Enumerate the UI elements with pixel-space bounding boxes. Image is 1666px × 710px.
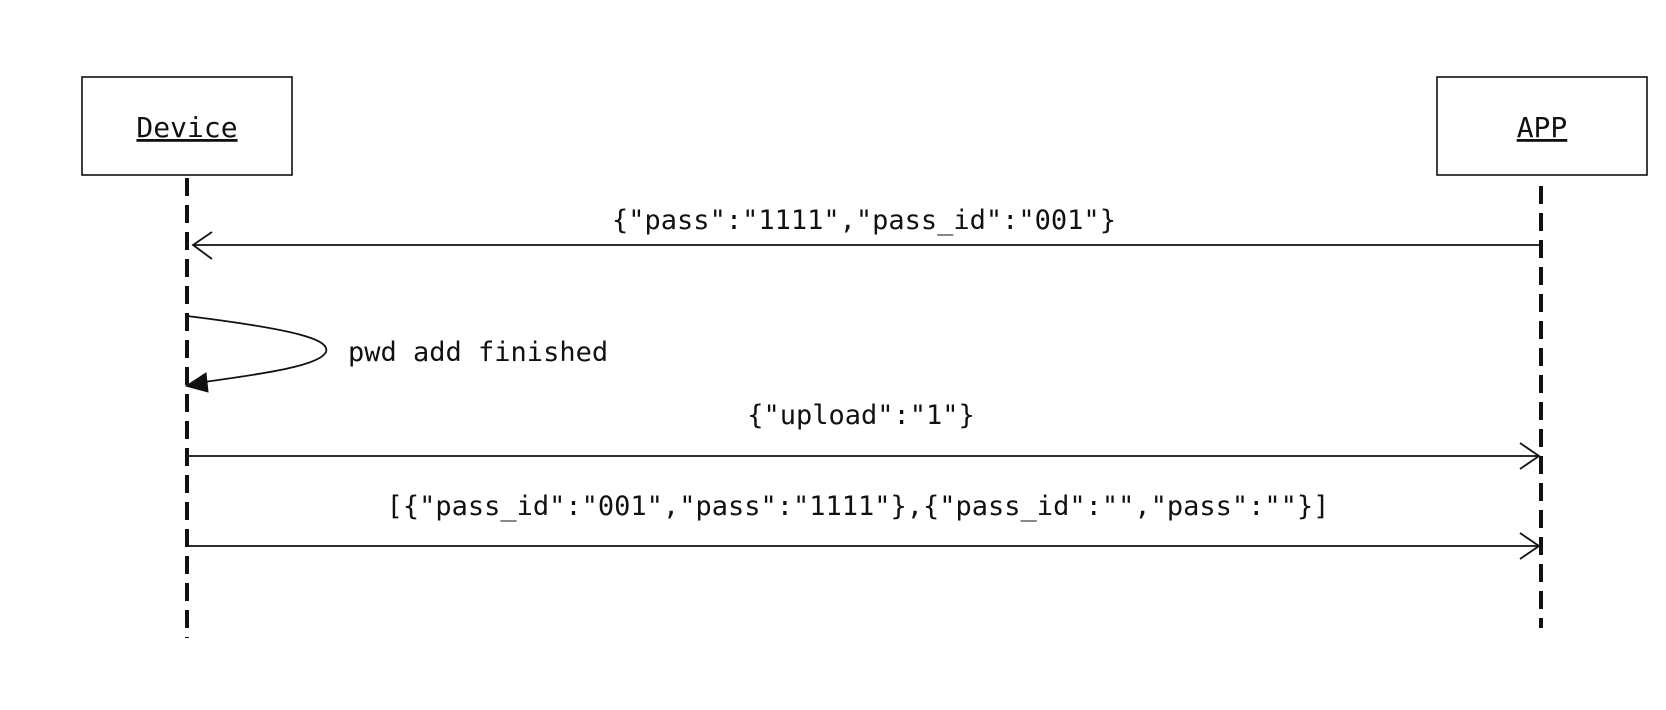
participant-app: APP [1436, 76, 1648, 176]
message-1: {"pass":"1111","pass_id":"001"} [191, 205, 1541, 260]
message-2-arrowhead [184, 372, 209, 393]
participant-app-label: APP [1517, 111, 1568, 144]
message-4-arrowhead [1519, 532, 1541, 560]
message-4: [{"pass_id":"001","pass":"1111"},{"pass_… [187, 491, 1541, 560]
participant-device: Device [81, 76, 293, 176]
message-3-label: {"upload":"1"} [747, 400, 975, 431]
message-3-arrowhead [1519, 442, 1541, 470]
message-2: pwd add finished [184, 315, 608, 393]
message-2-label: pwd add finished [348, 337, 608, 368]
message-4-label: [{"pass_id":"001","pass":"1111"},{"pass_… [387, 491, 1330, 522]
message-3: {"upload":"1"} [187, 400, 1541, 470]
participant-app-box [1436, 76, 1648, 176]
message-1-arrowhead [191, 231, 213, 260]
participant-device-box [81, 76, 293, 176]
message-1-label: {"pass":"1111","pass_id":"001"} [612, 205, 1116, 236]
participant-device-label: Device [136, 111, 237, 144]
message-2-loop [186, 315, 328, 383]
